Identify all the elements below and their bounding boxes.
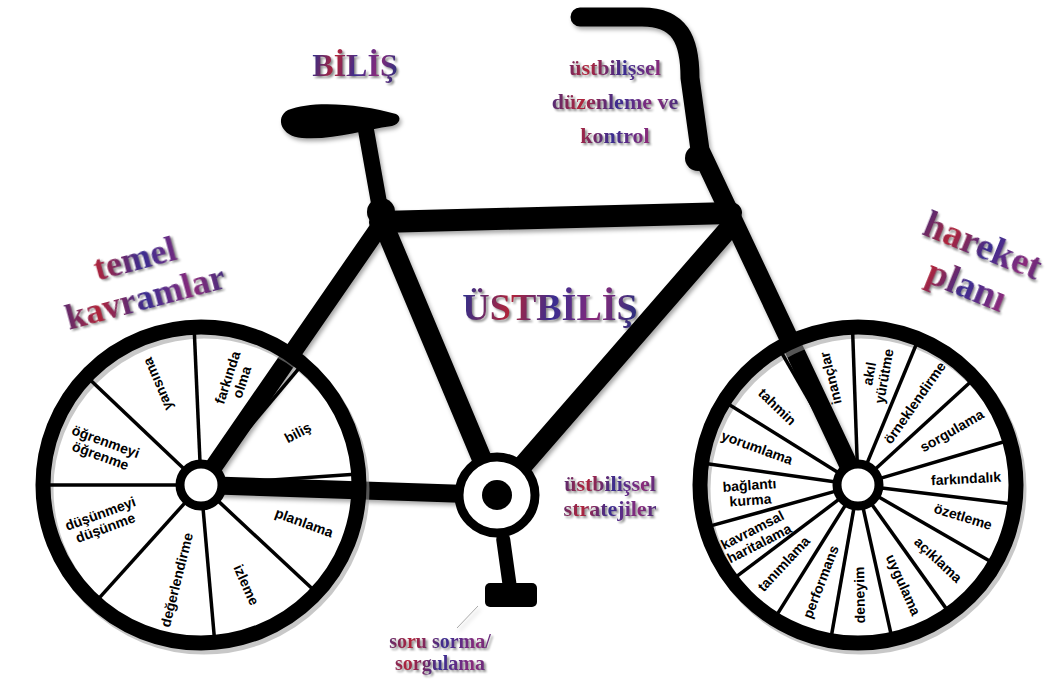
seat-tube (380, 216, 497, 495)
spoke (194, 331, 200, 461)
chainring: üstbilişsel stratejiler (452, 450, 542, 540)
spoke-label: açıklama (904, 527, 973, 593)
spoke (203, 509, 214, 639)
spoke (853, 331, 858, 461)
spoke-label: inançlar (814, 338, 848, 419)
rear-wheel-outline (35, 319, 367, 651)
pedal: soru sorma/ sorgulama (485, 583, 537, 607)
frame-label: ÜSTBİLİŞ (462, 286, 637, 329)
spoke-label: değerlendirme (157, 525, 198, 635)
chainring-label: üstbilişsel stratejiler (554, 472, 666, 521)
spoke-label: deneyim (852, 555, 868, 635)
chainring-ring (459, 457, 535, 533)
hub (180, 464, 222, 506)
spoke (831, 509, 854, 637)
pedal-outline (485, 583, 537, 607)
saddle (281, 104, 400, 138)
spoke-label: bağlantı kurma (714, 475, 786, 510)
spoke-label: akıl yürütme (857, 341, 898, 409)
handlebar-label: üstbilişsel düzenleme ve kontrol (548, 51, 682, 153)
spoke-label: farkındalık (918, 469, 1014, 489)
wheel-heading: hareket planı (890, 197, 1059, 332)
chainring-outline (452, 450, 542, 540)
spoke (882, 488, 1011, 504)
spoke-label: biliş (268, 413, 328, 454)
spoke (225, 474, 355, 483)
spoke-label: izleme (225, 550, 267, 620)
spoke-label: öğrenmeyi öğrenme (59, 421, 148, 478)
front-wheel: hareket planıinançlarakıl yürütmetahminö… (692, 319, 1024, 651)
tire (43, 327, 359, 643)
pedal-label: soru sorma/ sorgulama (375, 630, 505, 675)
head-knob (685, 145, 711, 171)
spoke-label: tahmin (747, 377, 808, 436)
chainring-center (482, 480, 512, 510)
spoke-label: planlama (264, 502, 344, 543)
pedal-block (485, 583, 537, 607)
spoke-label: düşünmeyi düşünme (59, 492, 148, 549)
spoke-label: farkında olma (210, 342, 261, 420)
tire (700, 327, 1016, 643)
spoke-label: yansıma (134, 339, 183, 428)
rear-wheel: temel kavramlaryansımafarkında olmaöğren… (35, 319, 367, 651)
crank-arm (503, 540, 509, 583)
hub (837, 464, 879, 506)
leader-line (457, 606, 478, 628)
spoke-label: yorumlama (712, 426, 802, 471)
spoke (47, 483, 177, 487)
top-tube (380, 213, 731, 222)
spoke-label: sorgulama (909, 402, 994, 460)
seat-label: BİLİŞ (312, 48, 397, 84)
seat-clamp (367, 198, 395, 226)
chain-stay (201, 485, 497, 495)
